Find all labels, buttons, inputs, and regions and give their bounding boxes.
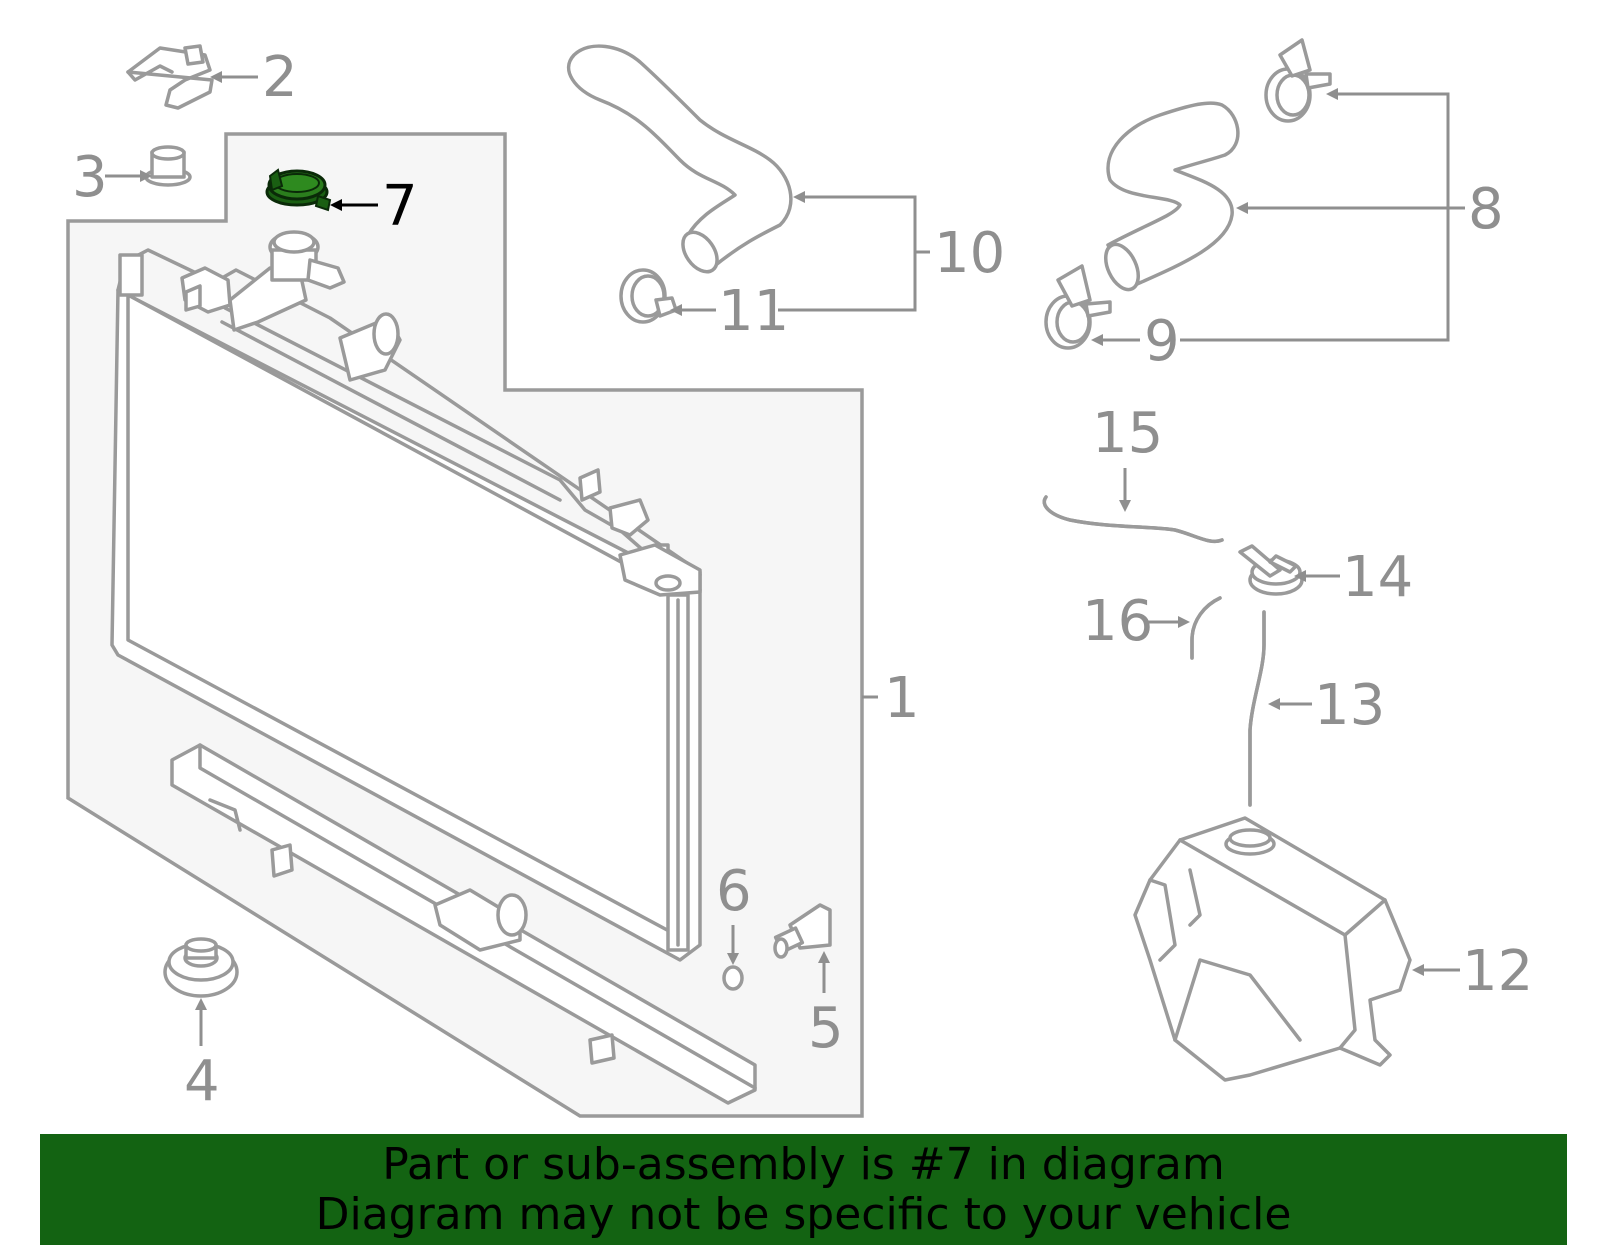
- callout-10: 10: [934, 221, 1005, 286]
- callout-7: 7: [382, 174, 418, 239]
- lower-tank: [170, 743, 757, 1105]
- callout-3: 3: [72, 145, 108, 210]
- callout-9: 9: [1144, 309, 1180, 374]
- callout-5: 5: [808, 996, 844, 1061]
- callout-16: 16: [1082, 589, 1153, 654]
- part-11-clamp: [619, 268, 678, 324]
- banner-line-1: Part or sub-assembly is #7 in diagram: [382, 1139, 1225, 1190]
- radiator: [110, 230, 702, 962]
- callout-15: 15: [1092, 401, 1163, 466]
- callout-12: 12: [1462, 939, 1533, 1004]
- part-6-o-ring: [722, 965, 744, 991]
- callout-4: 4: [184, 1049, 220, 1114]
- parts-diagram: 1 2 3 4 5 6 7 8 9 10 11 12 13 14 15 16: [66, 38, 1533, 1118]
- callout-1: 1: [884, 666, 920, 731]
- part-7-radiator-cap: [265, 168, 332, 212]
- callout-8: 8: [1468, 177, 1504, 242]
- part-2-clip: [126, 44, 214, 110]
- part-9-clamp: [1044, 264, 1112, 350]
- part-3-bushing: [144, 145, 192, 187]
- callout-13: 13: [1314, 673, 1385, 738]
- leader-lines: [105, 71, 1465, 1046]
- callout-14: 14: [1342, 545, 1413, 610]
- callout-6: 6: [716, 859, 752, 924]
- banner-line-2: Diagram may not be specific to your vehi…: [315, 1189, 1292, 1240]
- callout-11: 11: [718, 279, 789, 344]
- callout-2: 2: [262, 45, 298, 110]
- part-4-grommet: [163, 937, 239, 998]
- part-10-upper-hose: [567, 44, 793, 274]
- part-8-clamp: [1264, 38, 1332, 123]
- part-8-lower-hose: [1104, 101, 1240, 292]
- part-14-reservoir-cap: [1238, 544, 1304, 596]
- info-banner: Part or sub-assembly is #7 in diagram Di…: [40, 1134, 1567, 1245]
- part-12-reservoir: [1133, 816, 1412, 1082]
- part-5-drain-cock: [773, 903, 832, 959]
